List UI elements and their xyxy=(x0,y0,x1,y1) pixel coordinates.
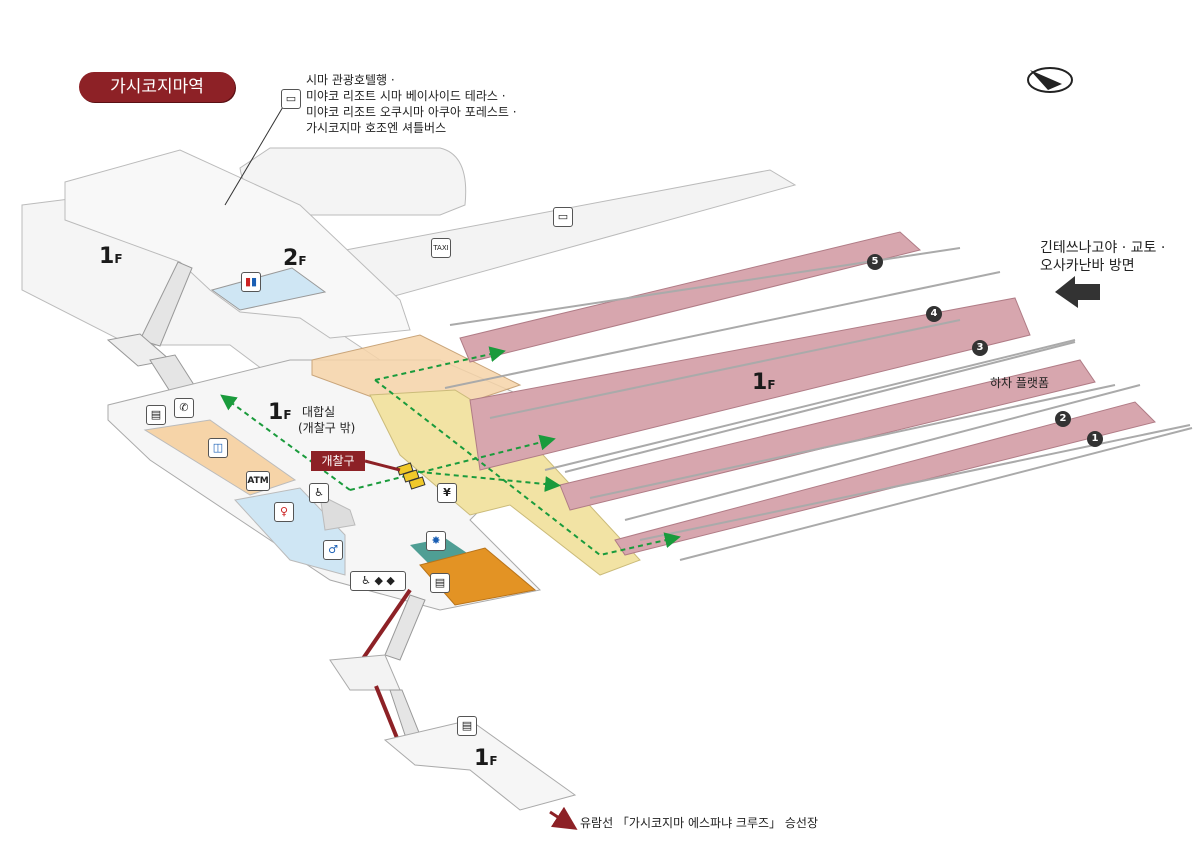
alighting-platform-label: 하차 플랫폼 xyxy=(990,376,1050,390)
platform-5 xyxy=(459,231,922,363)
direction-arrow xyxy=(1055,276,1100,308)
shuttle-pointer xyxy=(224,94,291,206)
ferry-label: 유람선 「가시코지마 에스파냐 크루즈」 승선장 xyxy=(580,816,818,830)
men-toilet-icon: ♂ xyxy=(323,540,343,560)
floor-label-2f: 2F xyxy=(283,246,307,271)
direction-label-line-1: 긴테쓰나고야 · 교토 · xyxy=(1040,240,1166,256)
concourse-label-line-1: 대합실 xyxy=(302,405,336,419)
bus-stop-icon: ▭ xyxy=(553,207,573,227)
baggage-icon: ◫ xyxy=(208,438,228,458)
station-name-badge: 가시코지마역 xyxy=(79,72,235,102)
walking-routes xyxy=(220,346,681,557)
locker-icon-3: ▤ xyxy=(457,716,477,736)
shuttle-bus-line-1: 시마 관광호텔행 · xyxy=(306,73,395,87)
locker-icon-2: ▤ xyxy=(430,573,450,593)
platform-number-5: 5 xyxy=(867,254,883,270)
bus-icon: ▭ xyxy=(281,89,301,109)
locker-icon: ▤ xyxy=(146,405,166,425)
platforms xyxy=(459,231,1156,556)
ticket-gate-machines xyxy=(396,462,426,490)
platform-number-2: 2 xyxy=(1055,411,1071,427)
floor-label-lower: 1F xyxy=(474,746,498,771)
platform-number-1: 1 xyxy=(1087,431,1103,447)
waiting-seat-icon: ♿ xyxy=(309,483,329,503)
toilet-area xyxy=(234,487,346,576)
shuttle-bus-line-2: 미야코 리조트 시마 베이사이드 테라스 · xyxy=(306,89,506,103)
floor-label-platforms: 1F xyxy=(752,370,776,395)
ticket-gate-label: 개찰구 xyxy=(311,451,365,471)
compass-icon xyxy=(1027,67,1073,93)
tracks xyxy=(444,247,1193,561)
platform-number-3: 3 xyxy=(972,340,988,356)
yen-icon: ¥ xyxy=(437,483,457,503)
platform-number-4: 4 xyxy=(926,306,942,322)
staircase-lower xyxy=(329,588,426,739)
platform-3-4 xyxy=(469,297,1031,471)
direction-label-line-2: 오사카난바 방면 xyxy=(1040,258,1135,274)
accessible-toilet-icon: ♿ ◆ ◆ xyxy=(350,571,406,591)
phone-icon: ✆ xyxy=(174,398,194,418)
gate-pointer xyxy=(364,459,401,472)
ferry-arrow xyxy=(549,806,578,830)
floor-label-concourse: 1F xyxy=(268,400,292,425)
staircase-upper xyxy=(106,261,211,416)
shuttle-bus-line-4: 가시코지마 호조엔 셔틀버스 xyxy=(306,121,447,135)
platform-alight xyxy=(559,359,1096,511)
service-area xyxy=(319,494,356,531)
travel-center-icon: ✸ xyxy=(426,531,446,551)
atm-icon: ATM xyxy=(246,471,270,491)
concourse-label-line-2: (개찰구 밖) xyxy=(298,421,356,435)
shuttle-bus-line-3: 미야코 리조트 오쿠시마 아쿠아 포레스트 · xyxy=(306,105,517,119)
women-toilet-icon: ♀ xyxy=(274,502,294,522)
floor-label-upper-left: 1F xyxy=(99,244,123,269)
taxi-icon: TAXI xyxy=(431,238,451,258)
toilet-icon: ▮▮ xyxy=(241,272,261,292)
toilet-2f-area xyxy=(210,267,327,311)
